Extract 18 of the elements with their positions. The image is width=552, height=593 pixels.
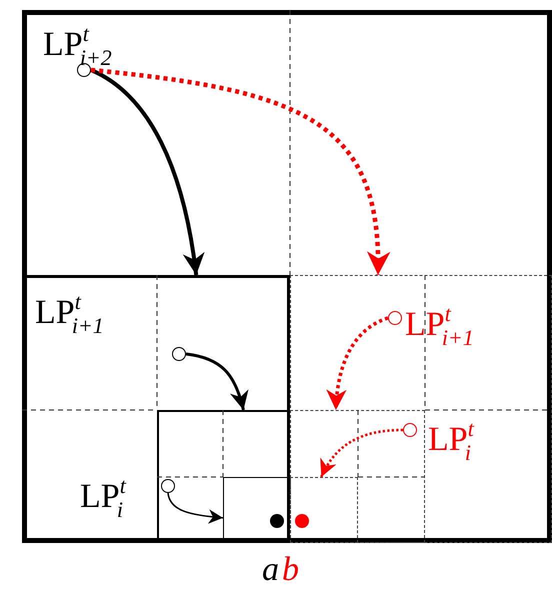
start-point [161, 479, 175, 493]
arrow [326, 316, 389, 410]
grid-cell [290, 275, 552, 543]
grid-cell [290, 477, 358, 543]
arrow [320, 428, 404, 478]
start-point [403, 423, 417, 437]
arrow [90, 68, 390, 276]
arrow [90, 68, 204, 276]
start-point [388, 311, 402, 325]
start-point [172, 347, 186, 361]
variable-label: a [262, 553, 279, 587]
start-point [77, 63, 91, 77]
variable-label: b [282, 553, 299, 587]
arrow [186, 352, 248, 410]
dot [270, 514, 284, 528]
dot [295, 514, 309, 528]
arrow [167, 492, 224, 524]
outer-box [22, 10, 552, 543]
